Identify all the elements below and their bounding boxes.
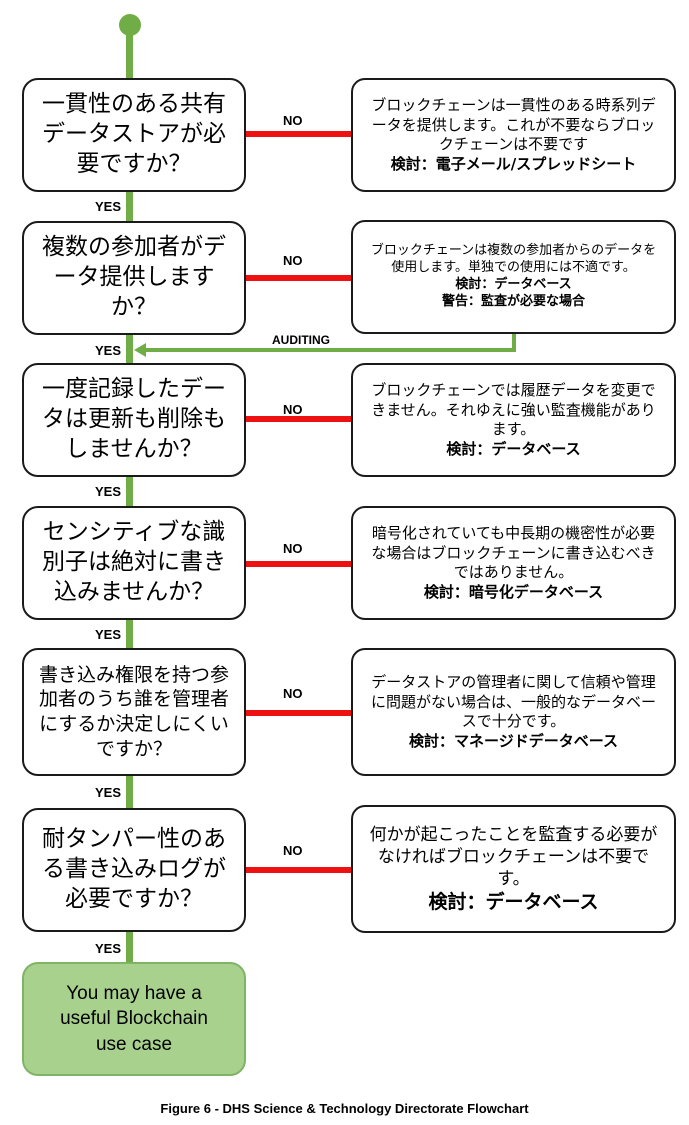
no-connector-5 [246,710,351,716]
yes-label-1: YES [95,199,122,214]
no-label-6: NO [283,843,303,858]
question-box-6: 耐タンパー性のある書き込みログが必要ですか？ [22,808,246,932]
no-label-1: NO [283,113,303,128]
no-label-3: NO [283,402,303,417]
answer-box-6: 何かが起こったことを監査する必要がなければブロックチェーンは不要です。 検討：デ… [351,805,676,933]
consider-text-1: 検討：電子メール/スプレッドシート [390,154,637,173]
consider-text-6: 検討：データベース [428,890,599,913]
answer-text-6: 何かが起こったことを監査する必要がなければブロックチェーンは不要です。 [369,824,658,889]
question-box-3: 一度記録したデータは更新も削除もしませんか？ [22,363,246,477]
yes-label-6: YES [95,941,122,956]
question-text-5: 書き込み権限を持つ参加者のうち誰を管理者にするか決定しにくいですか？ [38,663,229,760]
no-label-4: NO [283,541,303,556]
yes-label-2: YES [95,343,122,358]
figure-caption: Figure 6 - DHS Science & Technology Dire… [160,1101,529,1116]
no-connector-2 [246,275,351,281]
no-label-5: NO [283,686,303,701]
answer-text-4: 暗号化されていても中長期の機密性が必要な場合はブロックチェーンに書き込むべきでは… [371,524,656,581]
question-box-5: 書き込み権限を持つ参加者のうち誰を管理者にするか決定しにくいですか？ [22,648,246,776]
question-box-4: センシティブな識別子は絶対に書き込みませんか？ [22,506,246,620]
yes-label-5: YES [95,785,122,800]
consider-text-5: 検討：マネージドデータベース [409,731,618,750]
answer-text-1: ブロックチェーンは一貫性のある時系列データを提供します。これが不要ならブロックチ… [371,96,656,153]
no-connector-4 [246,561,351,567]
question-text-6: 耐タンパー性のある書き込みログが必要ですか？ [42,826,226,912]
no-label-2: NO [283,253,303,268]
answer-text-3: ブロックチェーンでは履歴データを変更できません。それゆえに強い監査機能があります… [371,381,656,438]
answer-box-1: ブロックチェーンは一貫性のある時系列データを提供します。これが不要ならブロックチ… [351,78,676,192]
answer-box-3: ブロックチェーンでは履歴データを変更できません。それゆえに強い監査機能があります… [351,363,676,477]
warning-text-2: 警告：監査が必要な場合 [441,293,585,309]
consider-text-4: 検討：暗号化データベース [423,582,604,601]
question-box-2: 複数の参加者がデータ提供しますか？ [22,221,246,335]
answer-box-4: 暗号化されていても中長期の機密性が必要な場合はブロックチェーンに書き込むべきでは… [351,506,676,620]
answer-text-5: データストアの管理者に関して信頼や管理に問題がない場合は、一般的なデータベースで… [370,673,656,730]
answer-box-5: データストアの管理者に関して信頼や管理に問題がない場合は、一般的なデータベースで… [351,648,676,776]
yes-label-3: YES [95,484,122,499]
auditing-arrow-head [134,343,146,357]
question-text-2: 複数の参加者がデータ提供しますか？ [42,234,226,320]
question-text-4: センシティブな識別子は絶対に書き込みませんか？ [42,519,226,605]
no-connector-1 [246,131,351,137]
question-text-1: 一貫性のある共有データストアが必要ですか？ [42,91,226,177]
auditing-label: AUDITING [272,333,330,347]
answer-box-2: ブロックチェーンは複数の参加者からのデータを使用します。単独での使用には不適です… [351,220,676,334]
consider-text-3: 検討：データベース [446,439,581,458]
question-text-3: 一度記録したデータは更新も削除もしませんか？ [42,376,226,462]
answer-text-2: ブロックチェーンは複数の参加者からのデータを使用します。単独での使用には不適です… [370,243,657,276]
consider-text-2: 検討：データベース [455,277,572,292]
no-connector-6 [246,867,351,873]
yes-label-4: YES [95,627,122,642]
question-box-1: 一貫性のある共有データストアが必要ですか？ [22,78,246,192]
outcome-box: You may have a useful Blockchain use cas… [22,962,246,1076]
no-connector-3 [246,416,351,422]
flow-line [126,24,133,964]
